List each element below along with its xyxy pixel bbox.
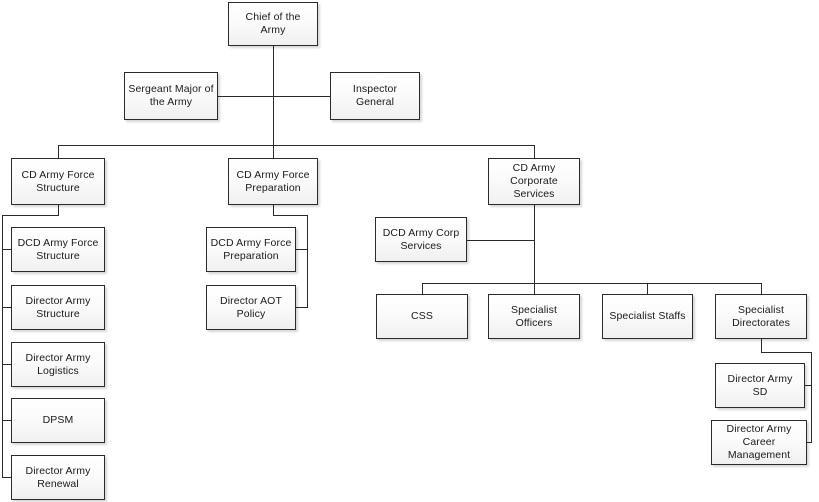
connector-spec-dir-drop [761,283,763,294]
org-node-label-dpsm: DPSM [42,414,74,426]
org-node-label-cd_afs: CD Army Force Structure [21,168,95,194]
org-node-dir_ar[interactable]: Director Army Renewal [11,455,105,500]
org-node-label-insp_general: Inspector General [352,83,398,108]
org-node-spec_off[interactable]: Specialist Officers [488,294,580,339]
connector-spec-off-drop [534,283,536,294]
connector-afs-branch-5 [2,477,12,479]
org-node-sgt_major[interactable]: Sergeant Major of the Army [124,72,218,120]
connector-afp-branch-2 [296,307,308,309]
org-node-css[interactable]: CSS [376,294,468,339]
org-node-label-css: CSS [411,310,433,322]
org-node-label-dir_asd: Director Army SD [727,372,793,398]
org-node-label-spec_dir: Specialist Directorates [732,303,790,329]
connector-sgtmajor-link [218,96,273,98]
org-node-dcd_afp[interactable]: DCD Army Force Preparation [206,227,296,272]
org-node-dcd_afs[interactable]: DCD Army Force Structure [11,227,105,272]
connector-specdir-branch-1 [805,385,812,387]
org-node-label-dcd_acs: DCD Army Corp Services [382,226,460,252]
org-node-label-dir_as: Director Army Structure [25,294,91,320]
org-node-dpsm[interactable]: DPSM [11,398,105,443]
org-node-label-chief: Chief of the Army [245,11,301,36]
org-node-cd_acs[interactable]: CD Army Corporate Services [488,158,580,205]
org-node-label-spec_staffs: Specialist Staffs [609,310,686,322]
connector-acs-stem [534,205,536,283]
connector-cd-afp-drop [273,145,275,158]
connector-specdir-stem [761,339,763,353]
org-node-label-dcd_afs: DCD Army Force Structure [17,236,99,262]
connector-afs-spine-top [2,215,59,217]
org-node-chief[interactable]: Chief of the Army [228,2,318,46]
connector-specdir-spine-top [761,352,812,354]
connector-level4-bus [422,283,761,285]
org-node-dir_asd[interactable]: Director Army SD [715,363,805,408]
connector-cd-afs-drop [58,145,60,158]
connector-chief-stem [273,46,275,145]
connector-afs-spine [2,215,4,478]
connector-afp-branch-1 [296,249,308,251]
org-node-dir_al[interactable]: Director Army Logistics [11,342,105,387]
org-node-label-spec_off: Specialist Officers [511,303,557,329]
org-node-cd_afs[interactable]: CD Army Force Structure [11,158,105,205]
connector-spec-staffs-drop [647,283,649,294]
connector-afp-spine-top [273,215,308,217]
connector-afs-branch-1 [2,249,12,251]
org-node-dir_as[interactable]: Director Army Structure [11,285,105,330]
connector-afp-stem [273,205,275,216]
org-node-cd_afp[interactable]: CD Army Force Preparation [228,158,318,205]
org-node-label-cd_acs: CD Army Corporate Services [510,162,558,200]
org-node-label-sgt_major: Sergeant Major of the Army [128,83,214,108]
connector-css-drop [422,283,424,294]
org-node-label-dir_al: Director Army Logistics [25,351,91,377]
connector-level2-bus [58,145,534,147]
connector-afs-branch-4 [2,420,12,422]
org-node-spec_staffs[interactable]: Specialist Staffs [602,294,693,339]
org-node-label-dcd_afp: DCD Army Force Preparation [210,236,292,262]
connector-specdir-spine [811,352,813,443]
org-node-spec_dir[interactable]: Specialist Directorates [715,294,807,339]
connector-afp-spine [307,215,309,308]
org-node-insp_general[interactable]: Inspector General [330,72,420,120]
org-node-dir_acm[interactable]: Director Army Career Management [711,420,807,465]
org-node-dir_aot[interactable]: Director AOT Policy [206,285,296,330]
org-node-label-cd_afp: CD Army Force Preparation [236,168,310,194]
connector-cd-acs-drop [534,145,536,158]
org-node-label-dir_ar: Director Army Renewal [25,464,91,490]
connector-specdir-branch-2 [807,442,812,444]
org-node-label-dir_aot: Director AOT Policy [220,294,282,320]
connector-afs-branch-3 [2,364,12,366]
connector-afs-branch-2 [2,307,12,309]
org-node-label-dir_acm: Director Army Career Management [726,423,792,461]
org-node-dcd_acs[interactable]: DCD Army Corp Services [375,217,467,262]
connector-afs-stem [58,205,60,216]
connector-inspgen-link [273,96,330,98]
connector-dcd-acs-link [467,240,535,242]
